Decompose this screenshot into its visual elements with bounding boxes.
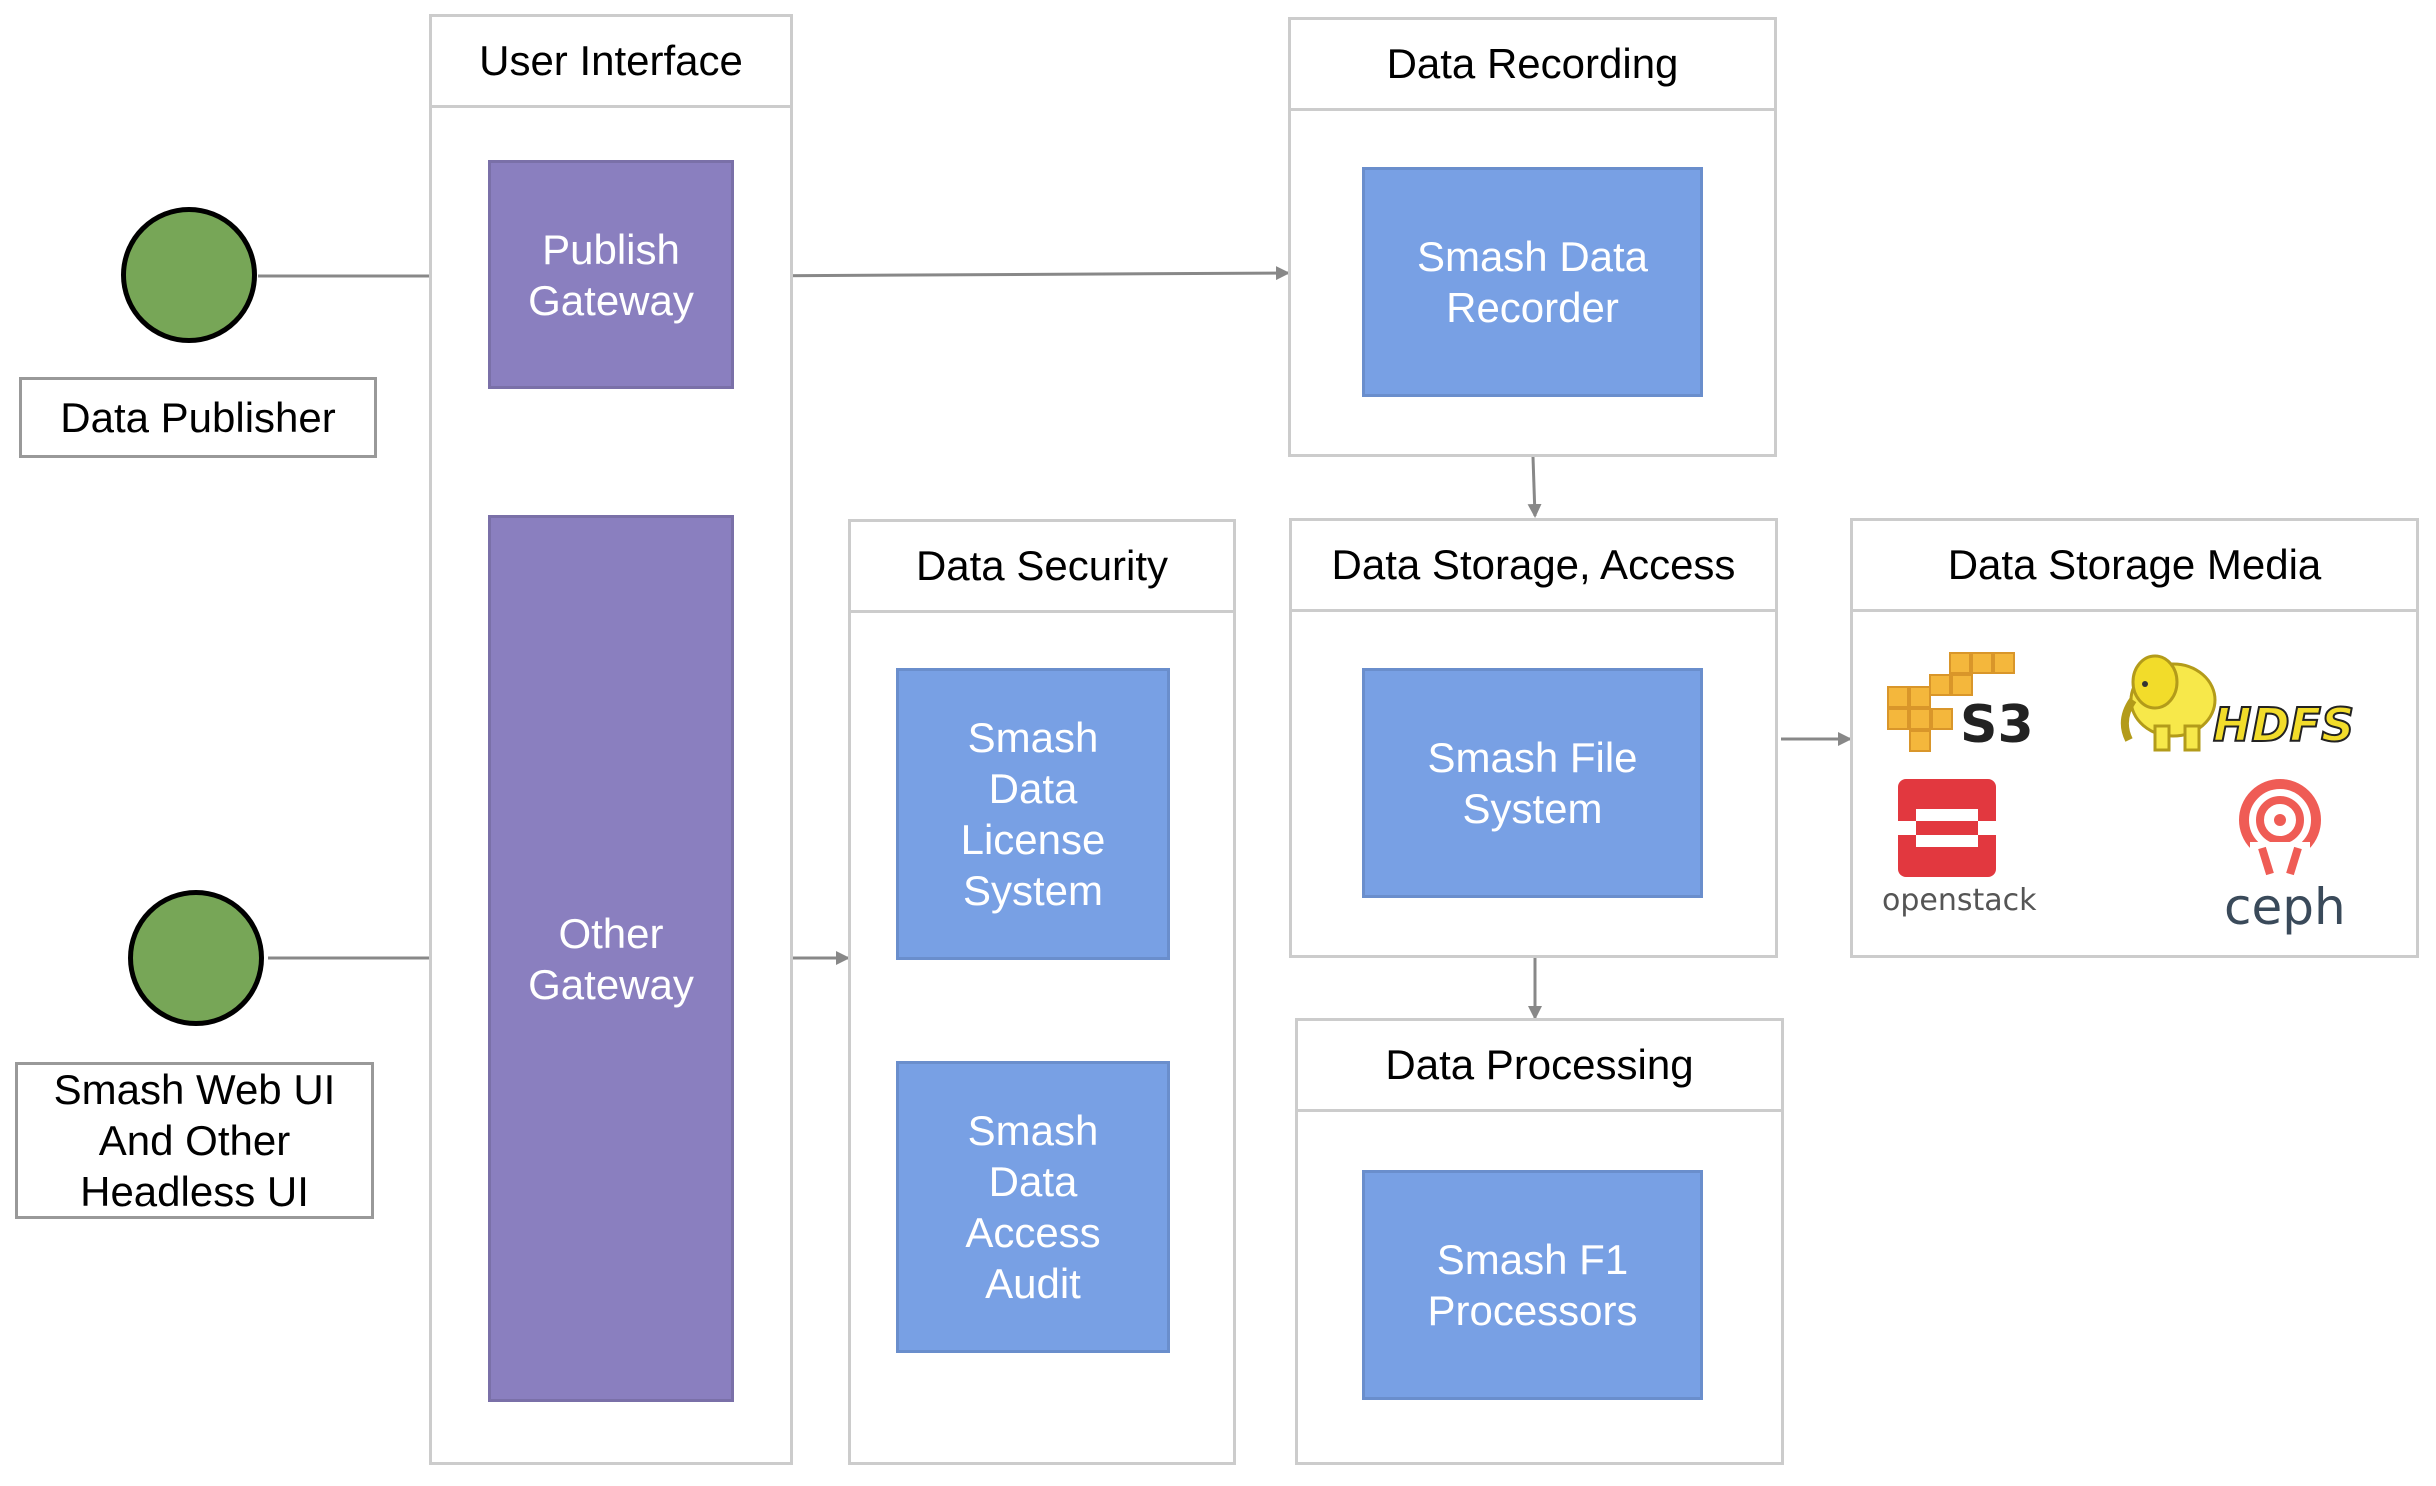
publish-gateway-block: Publish Gateway: [488, 160, 734, 389]
s3-logo: S3: [1880, 645, 2040, 765]
s3-logo-text: S3: [1960, 695, 2034, 755]
smash-file-system-block: Smash File System: [1362, 668, 1703, 898]
openstack-logo: openstack: [1880, 775, 2037, 925]
data-access-audit-block: Smash Data Access Audit: [896, 1061, 1170, 1353]
data-storage-media-title: Data Storage Media: [1853, 521, 2416, 612]
smash-data-recorder-block: Smash Data Recorder: [1362, 167, 1703, 397]
data-publisher-actor-circle: [121, 207, 257, 343]
data-recording-title: Data Recording: [1291, 20, 1774, 111]
data-license-system-block: Smash Data License System: [896, 668, 1170, 960]
arrow-recording-to-storage: [1527, 456, 1542, 518]
data-storage-media-panel: Data Storage Media: [1850, 518, 2419, 958]
ceph-logo: ceph: [2210, 778, 2350, 938]
web-ui-text: Smash Web UI And Other Headless UI: [53, 1066, 336, 1215]
data-security-title: Data Security: [851, 522, 1233, 613]
data-publisher-text: Data Publisher: [60, 394, 336, 441]
smash-f1-processors-block: Smash F1 Processors: [1362, 1170, 1703, 1400]
other-gateway-text: Other Gateway: [528, 909, 694, 1008]
elephant-icon: [2120, 654, 2217, 752]
ceph-logo-text: ceph: [2224, 878, 2346, 936]
s3-cubes-icon: [1887, 652, 2015, 752]
other-gateway-block: Other Gateway: [488, 515, 734, 1402]
data-license-system-text: Smash Data License System: [960, 714, 1106, 914]
publish-gateway-text: Publish Gateway: [528, 225, 694, 324]
smash-file-system-text: Smash File System: [1427, 734, 1638, 832]
data-storage-title: Data Storage, Access: [1292, 521, 1775, 612]
smash-f1-processors-text: Smash F1 Processors: [1427, 1236, 1638, 1334]
ceph-icon: [2239, 779, 2321, 882]
openstack-icon: [1898, 779, 1996, 877]
web-ui-label: Smash Web UI And Other Headless UI: [15, 1062, 374, 1219]
data-access-audit-text: Smash Data Access Audit: [965, 1107, 1101, 1307]
arrow-publish-gateway-to-recording: [733, 266, 1290, 281]
web-ui-actor-circle: [128, 890, 264, 1026]
hdfs-logo: HDFS: [2115, 640, 2375, 770]
smash-data-recorder-text: Smash Data Recorder: [1416, 233, 1649, 331]
data-processing-title: Data Processing: [1298, 1021, 1781, 1112]
data-publisher-label: Data Publisher: [19, 377, 377, 458]
user-interface-title: User Interface: [432, 17, 790, 108]
openstack-logo-text: openstack: [1882, 883, 2037, 918]
hdfs-logo-text: HDFS: [2212, 697, 2355, 753]
